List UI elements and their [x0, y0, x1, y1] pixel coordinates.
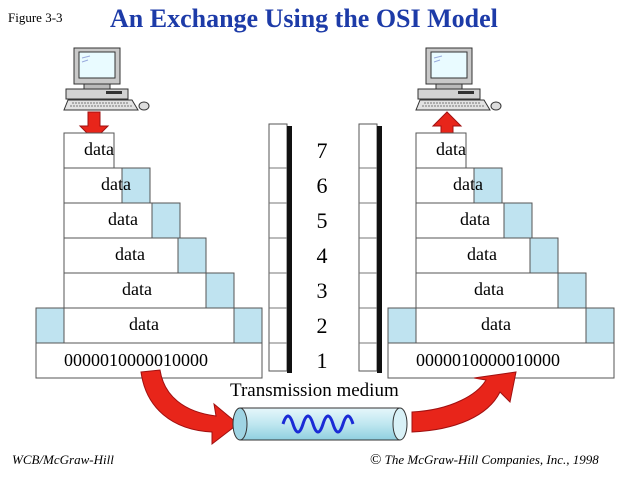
layer-number-7: 7	[317, 138, 328, 163]
copyright-symbol: ©	[370, 452, 382, 468]
receiver-data-block-3	[415, 272, 559, 309]
page-title: An Exchange Using the OSI Model	[110, 4, 498, 33]
receiver-data-label-5: data	[460, 209, 490, 229]
receiver-data-label-6: data	[453, 174, 483, 194]
receiver-data-block-5	[415, 202, 505, 239]
sender-stack: data data data data data data 0000010000010000	[35, 132, 263, 379]
receiver-header-4	[529, 237, 559, 274]
layer-column: 7 6 5 4 3 2 1	[268, 123, 382, 373]
receiver-computer-icon	[415, 47, 502, 111]
sender-data-block-3	[63, 272, 207, 309]
receiver-data-label-3: data	[474, 279, 504, 299]
sender-data-label-7: data	[84, 139, 114, 159]
sender-data-label-6: data	[101, 174, 131, 194]
receiver-trailer-2	[387, 307, 417, 344]
sender-trailer-2	[35, 307, 65, 344]
sender-header-2	[233, 307, 263, 344]
sender-data-label-3: data	[122, 279, 152, 299]
sender-data-label-2: data	[129, 314, 159, 334]
sender-computer-icon	[63, 47, 150, 111]
footer-publisher: WCB/McGraw-Hill	[12, 452, 114, 467]
sender-data-block-4	[63, 237, 179, 274]
receiver-bitstream-block	[387, 342, 615, 379]
receiver-bitstream-label: 0000010000010000	[416, 350, 560, 370]
receiver-header-2	[585, 307, 615, 344]
signal-wave-icon	[281, 414, 355, 434]
layer-number-6: 6	[317, 173, 328, 198]
layer-number-1: 1	[317, 348, 328, 373]
layer-number-5: 5	[317, 208, 328, 233]
transmission-medium-cable	[232, 407, 408, 441]
receiver-stack: data data data data data data 0000010000010000	[387, 132, 615, 379]
up-curve-arrow-icon	[411, 371, 517, 433]
footer-copyright: © The McGraw-Hill Companies, Inc., 1998	[370, 452, 599, 469]
layer-number-3: 3	[317, 278, 328, 303]
down-curve-arrow-icon	[140, 369, 239, 446]
figure-label: Figure 3-3	[8, 10, 63, 25]
sender-header-3	[205, 272, 235, 309]
sender-data-label-5: data	[108, 209, 138, 229]
copyright-text: The McGraw-Hill Companies, Inc., 1998	[384, 452, 599, 467]
sender-data-block-6	[63, 167, 123, 204]
receiver-data-label-2: data	[481, 314, 511, 334]
receiver-header-6	[473, 167, 503, 204]
receiver-header-3	[557, 272, 587, 309]
layer-number-4: 4	[317, 243, 328, 268]
sender-data-block-2	[63, 307, 235, 344]
sender-data-label-4: data	[115, 244, 145, 264]
sender-bitstream-label: 0000010000010000	[64, 350, 208, 370]
receiver-data-label-4: data	[467, 244, 497, 264]
receiver-data-block-7	[415, 132, 467, 169]
transmission-medium-label: Transmission medium	[230, 380, 399, 401]
layer-number-2: 2	[317, 313, 328, 338]
receiver-data-label-7: data	[436, 139, 466, 159]
sender-header-5	[151, 202, 181, 239]
sender-header-4	[177, 237, 207, 274]
receiver-header-5	[503, 202, 533, 239]
receiver-data-block-4	[415, 237, 531, 274]
